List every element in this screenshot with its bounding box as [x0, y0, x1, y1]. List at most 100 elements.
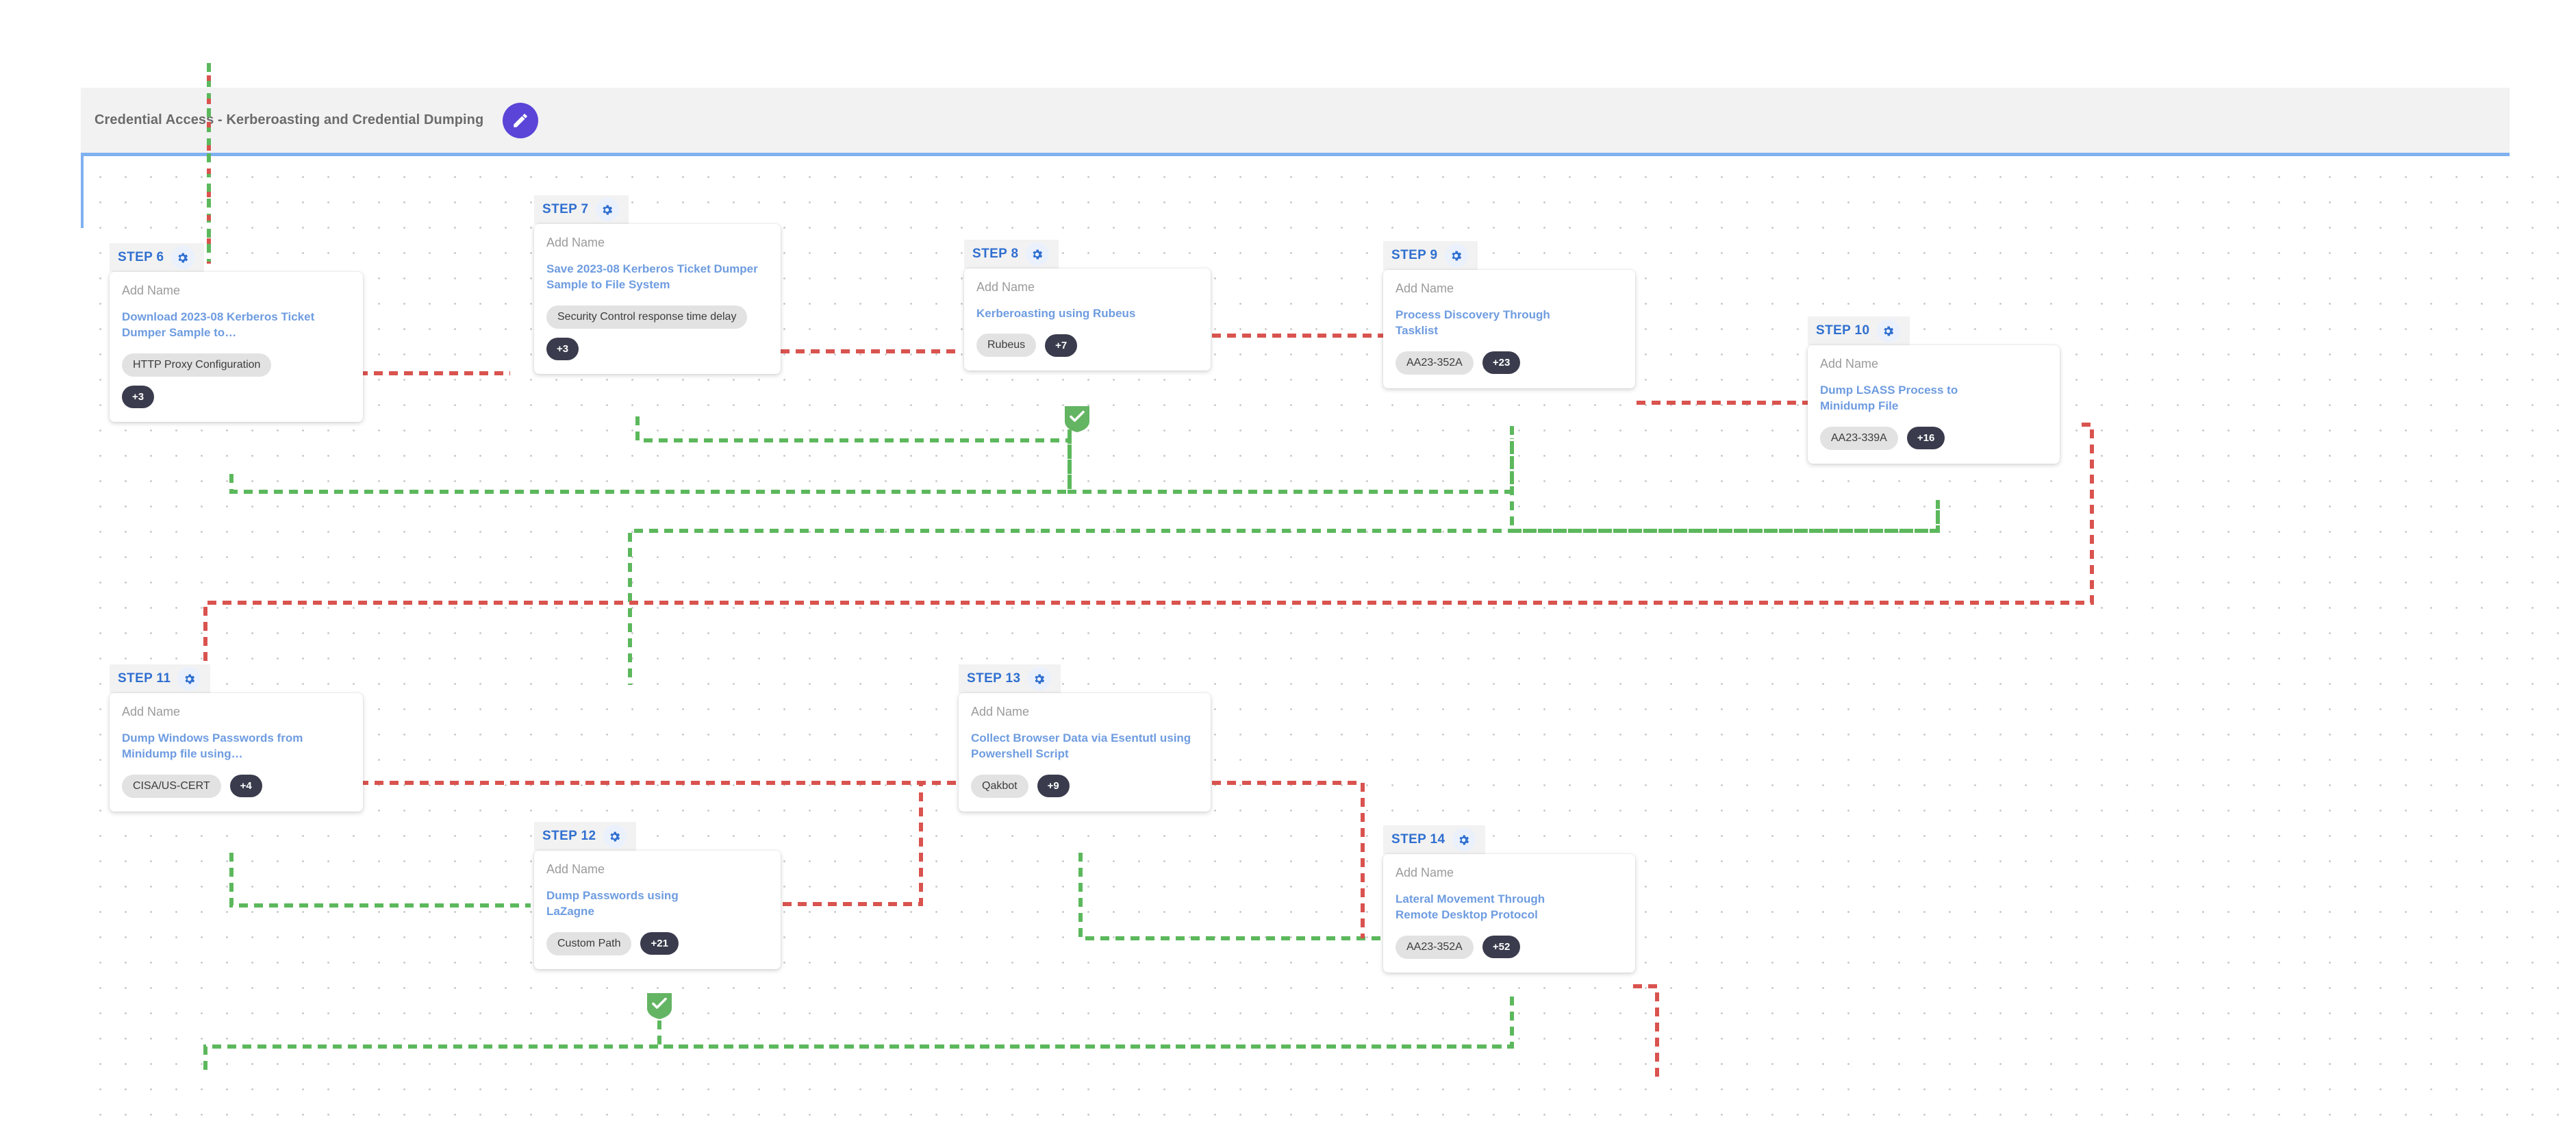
step-more-count-13[interactable]: +9 [1037, 775, 1070, 798]
step-more-count-12[interactable]: +21 [640, 932, 679, 955]
step-label-6: STEP 6 [118, 250, 164, 264]
step-label-13: STEP 13 [967, 671, 1021, 686]
step-label-8: STEP 8 [972, 247, 1019, 261]
step-tags-11: CISA/US-CERT +4 [122, 774, 351, 798]
gear-icon [1450, 249, 1463, 262]
step-title-link-10[interactable]: Dump LSASS Process to Minidump File [1820, 384, 1958, 413]
step-title-link-11[interactable]: Dump Windows Passwords from Minidump fil… [122, 731, 303, 761]
step-more-count-9[interactable]: +23 [1482, 351, 1521, 375]
step-tag-10[interactable]: AA23-339A [1820, 426, 1898, 450]
step-settings-button-6[interactable] [171, 246, 194, 269]
gear-icon [1457, 834, 1470, 847]
step-name-input-11[interactable]: Add Name [122, 705, 181, 718]
step-settings-button-9[interactable] [1444, 244, 1468, 267]
step-name-input-14[interactable]: Add Name [1396, 866, 1454, 879]
step-name-input-12[interactable]: Add Name [546, 862, 605, 876]
step-tags-12: Custom Path +21 [546, 931, 768, 955]
step-title-link-9[interactable]: Process Discovery Through Tasklist [1396, 308, 1550, 338]
step-card-10[interactable]: Add Name Dump LSASS Process to Minidump … [1808, 345, 2060, 464]
step-tag-12[interactable]: Custom Path [546, 931, 632, 955]
step-header-7[interactable]: STEP 7 [534, 195, 629, 224]
step-tag-14[interactable]: AA23-352A [1396, 935, 1474, 959]
step-tag-11[interactable]: CISA/US-CERT [122, 774, 221, 798]
step-name-input-7[interactable]: Add Name [546, 236, 605, 249]
step-node-13[interactable]: STEP 13 Add Name Collect Browser Data vi… [959, 664, 1211, 812]
step-name-input-13[interactable]: Add Name [971, 705, 1030, 718]
step-header-10[interactable]: STEP 10 [1808, 316, 1910, 345]
success-shield-check-icon [1065, 406, 1089, 432]
step-settings-button-13[interactable] [1027, 667, 1051, 690]
step-settings-button-11[interactable] [177, 667, 201, 690]
step-tag-7[interactable]: Security Control response time delay [546, 305, 748, 329]
step-card-8[interactable]: Add Name Kerberoasting using Rubeus Rube… [964, 268, 1211, 371]
step-label-14: STEP 14 [1391, 832, 1445, 847]
step-node-9[interactable]: STEP 9 Add Name Process Discovery Throug… [1383, 241, 1635, 388]
step-node-14[interactable]: STEP 14 Add Name Lateral Movement Throug… [1383, 825, 1635, 973]
gear-icon [601, 203, 614, 216]
gear-icon [183, 673, 196, 686]
step-more-count-7[interactable]: +3 [546, 337, 579, 360]
step-card-12[interactable]: Add Name Dump Passwords using LaZagne Cu… [534, 851, 781, 969]
step-node-8[interactable]: STEP 8 Add Name Kerberoasting using Rube… [964, 240, 1211, 432]
step-tags-13: Qakbot +9 [971, 774, 1198, 798]
gear-icon [1031, 248, 1044, 261]
step-name-input-8[interactable]: Add Name [976, 280, 1035, 294]
step-name-input-10[interactable]: Add Name [1820, 357, 1879, 371]
gear-icon [176, 251, 189, 264]
step-settings-button-12[interactable] [603, 825, 627, 848]
gear-icon [608, 830, 621, 843]
step-header-11[interactable]: STEP 11 [110, 664, 211, 693]
step-tags-14: AA23-352A +52 [1396, 935, 1623, 959]
step-title-link-7[interactable]: Save 2023-08 Kerberos Ticket Dumper Samp… [546, 262, 758, 292]
step-more-count-14[interactable]: +52 [1482, 936, 1521, 959]
step-tags-6: HTTP Proxy Configuration [122, 353, 351, 377]
step-card-9[interactable]: Add Name Process Discovery Through Taskl… [1383, 270, 1635, 388]
step-node-6[interactable]: STEP 6 Add Name Download 2023-08 Kerbero… [110, 243, 363, 422]
step-title-link-14[interactable]: Lateral Movement Through Remote Desktop … [1396, 892, 1545, 922]
step-more-count-10[interactable]: +16 [1906, 427, 1945, 450]
step-more-count-8[interactable]: +7 [1045, 334, 1078, 357]
step-header-13[interactable]: STEP 13 [959, 664, 1061, 693]
step-title-link-8[interactable]: Kerberoasting using Rubeus [976, 307, 1136, 320]
step-title-link-13[interactable]: Collect Browser Data via Esentutl using … [971, 731, 1191, 761]
step-tag-9[interactable]: AA23-352A [1396, 351, 1474, 375]
step-tags-8: Rubeus +7 [976, 334, 1198, 358]
step-settings-button-8[interactable] [1025, 242, 1049, 266]
step-more-row-7: +3 [546, 337, 768, 360]
step-more-count-11[interactable]: +4 [229, 775, 262, 798]
step-tag-13[interactable]: Qakbot [971, 774, 1028, 798]
pencil-edit-icon [512, 112, 529, 129]
step-header-9[interactable]: STEP 9 [1383, 241, 1478, 270]
step-tags-10: AA23-339A +16 [1820, 426, 2047, 450]
step-settings-button-7[interactable] [595, 198, 619, 221]
step-tag-8[interactable]: Rubeus [976, 334, 1037, 358]
step-header-6[interactable]: STEP 6 [110, 243, 204, 272]
step-card-14[interactable]: Add Name Lateral Movement Through Remote… [1383, 854, 1635, 973]
step-tags-7: Security Control response time delay [546, 305, 768, 329]
step-card-13[interactable]: Add Name Collect Browser Data via Esentu… [959, 693, 1211, 812]
step-node-7[interactable]: STEP 7 Add Name Save 2023-08 Kerberos Ti… [534, 195, 781, 374]
step-card-6[interactable]: Add Name Download 2023-08 Kerberos Ticke… [110, 272, 363, 422]
step-card-11[interactable]: Add Name Dump Windows Passwords from Min… [110, 693, 363, 812]
step-name-input-6[interactable]: Add Name [122, 284, 181, 297]
step-title-link-6[interactable]: Download 2023-08 Kerberos Ticket Dumper … [122, 310, 315, 340]
step-card-7[interactable]: Add Name Save 2023-08 Kerberos Ticket Du… [534, 224, 781, 374]
step-name-input-9[interactable]: Add Name [1396, 281, 1454, 295]
gear-icon [1882, 325, 1895, 338]
step-header-14[interactable]: STEP 14 [1383, 825, 1485, 854]
step-node-11[interactable]: STEP 11 Add Name Dump Windows Passwords … [110, 664, 363, 812]
step-more-count-6[interactable]: +3 [122, 385, 155, 408]
step-node-10[interactable]: STEP 10 Add Name Dump LSASS Process to M… [1808, 316, 2060, 464]
step-header-8[interactable]: STEP 8 [964, 240, 1059, 268]
step-node-12[interactable]: STEP 12 Add Name Dump Passwords using La… [534, 822, 781, 1019]
step-title-link-12[interactable]: Dump Passwords using LaZagne [546, 889, 679, 918]
step-settings-button-10[interactable] [1876, 319, 1900, 342]
step-header-12[interactable]: STEP 12 [534, 822, 636, 851]
success-shield-check-icon [647, 993, 672, 1019]
edit-title-button[interactable] [503, 102, 539, 138]
step-tag-6[interactable]: HTTP Proxy Configuration [122, 353, 272, 377]
flow-canvas[interactable] [81, 156, 2576, 1139]
playbook-header: Credential Access - Kerberoasting and Cr… [81, 88, 2510, 156]
gear-icon [1033, 673, 1046, 686]
step-settings-button-14[interactable] [1452, 828, 1476, 851]
